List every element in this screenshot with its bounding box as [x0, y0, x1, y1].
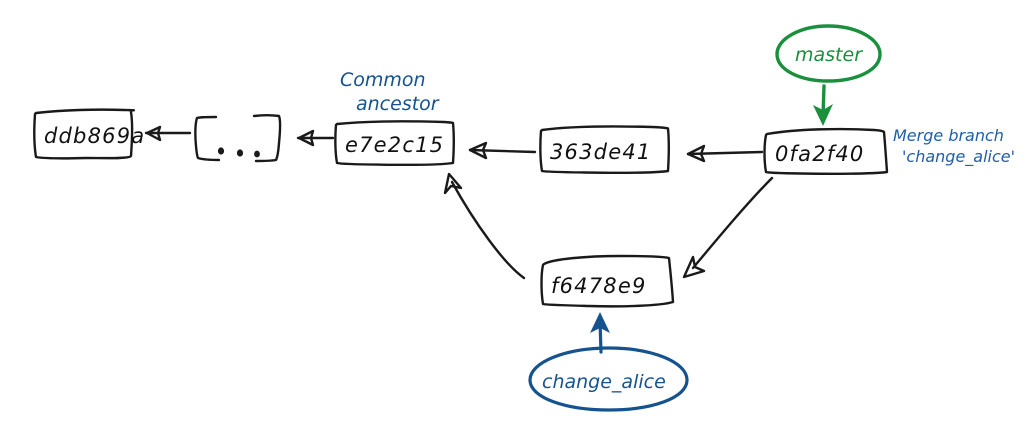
edge-arrow-master-to-0fa2f40	[813, 84, 833, 126]
arrowhead-ellipsis	[297, 129, 315, 147]
annotation-common-ancestor: Common ancestor	[340, 69, 440, 115]
edge-arrow-e7e2c15-to-ellipsis	[296, 129, 335, 147]
master-label-text: master	[795, 44, 863, 66]
edge-arrow-363de41-to-e7e2c15	[468, 141, 537, 160]
edge-arrow-0fa2f40-to-f6478e9	[682, 176, 774, 279]
annotation-merge-message: Merge branch 'change_alice'	[893, 126, 1015, 167]
edge-arrow-f6478e9-to-e7e2c15	[443, 172, 526, 280]
arrowhead-363de41	[686, 144, 706, 163]
edge-arrow-ellipsis-to-ddb869a	[144, 125, 192, 142]
branch-label-master[interactable]: master	[775, 24, 882, 83]
commit-box-outline-f6478e9	[540, 254, 675, 308]
commit-box-outline-ddb869a	[33, 108, 135, 160]
common-ancestor-line1: Common	[340, 69, 426, 91]
ellipsis-dot-2	[236, 149, 244, 157]
change-alice-label-text: change_alice	[542, 371, 666, 393]
bracket-right	[252, 114, 282, 163]
edge-arrow-0fa2f40-to-363de41	[686, 144, 764, 163]
ellipsis-dot-1	[217, 147, 225, 155]
commit-hash-363de41: 363de41	[550, 140, 651, 164]
commit-hash-0fa2f40: 0fa2f40	[775, 142, 865, 166]
commit-node-ddb869a[interactable]: ddb869a	[33, 108, 145, 160]
commit-box-outline-e7e2c15	[334, 120, 455, 167]
common-ancestor-line2: ancestor	[356, 93, 440, 115]
master-ellipse-outline	[775, 24, 882, 83]
change-alice-ellipse-outline	[528, 346, 689, 412]
commit-box-outline-0fa2f40	[763, 127, 889, 175]
commit-node-ellipsis[interactable]: [...]	[194, 107, 282, 163]
commit-node-363de41[interactable]: 363de41	[539, 125, 670, 174]
commit-hash-ddb869a: ddb869a	[44, 124, 145, 148]
commit-node-f6478e9[interactable]: f6478e9	[540, 254, 675, 308]
arrowhead-f6478e9	[682, 255, 706, 279]
commit-box-outline-363de41	[539, 125, 670, 174]
commit-node-e7e2c15[interactable]: e7e2c15	[334, 120, 455, 167]
merge-message-line1: Merge branch	[893, 126, 1004, 145]
commit-hash-f6478e9: f6478e9	[551, 274, 647, 298]
merge-message-line2: 'change_alice'	[902, 147, 1015, 167]
bracket-left	[194, 115, 221, 162]
arrowhead-e7e2c15	[468, 141, 488, 160]
commit-hash-e7e2c15: e7e2c15	[345, 133, 444, 157]
commit-node-0fa2f40[interactable]: 0fa2f40	[763, 127, 889, 175]
edge-arrow-change-alice-to-f6478e9	[590, 312, 610, 354]
arrowhead-change-alice	[590, 312, 610, 333]
arrowhead-master	[813, 104, 833, 126]
ellipsis-dot-3	[254, 150, 260, 158]
branch-label-change-alice[interactable]: change_alice	[528, 346, 689, 412]
arrowhead-ddb869a	[145, 125, 162, 142]
arrowhead-e7e2c15-from-branch	[443, 172, 463, 195]
